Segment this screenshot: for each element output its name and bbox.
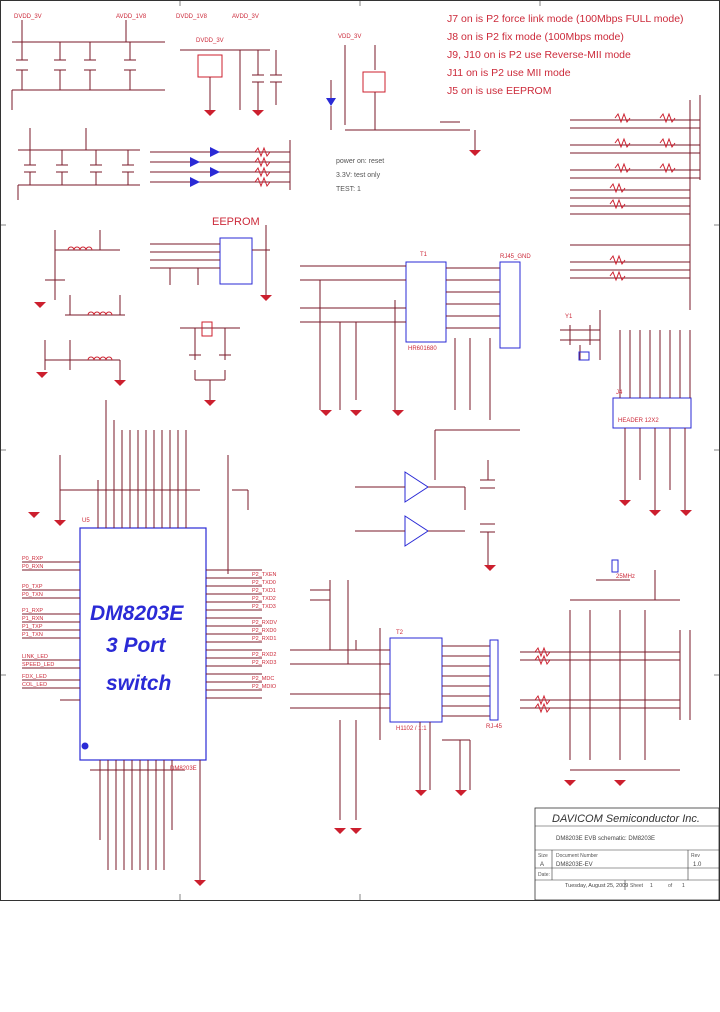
- chip-right-net-labels: P2_TXEN P2_TXD0 P2_TXD1 P2_TXD2 P2_TXD3 …: [252, 572, 277, 690]
- size-value: A: [540, 862, 544, 868]
- title-block: DAVICOM Semiconductor Inc. DM8203E EVB s…: [534, 807, 720, 901]
- supply-label: DVDD_3V: [196, 38, 224, 44]
- schematic-title: DM8203E EVB schematic: DM8203E: [556, 836, 655, 842]
- size-label: Size: [538, 853, 548, 859]
- supply-label: VDD_3V: [338, 34, 361, 40]
- power-filter-inductors: [34, 230, 126, 386]
- chip-label-ports: 3 Port: [106, 634, 167, 657]
- of-label: of: [668, 883, 673, 889]
- net-label: P2_RXD1: [252, 636, 276, 642]
- port2-termination-network: [520, 559, 691, 771]
- note-4: J11 on is P2 use MII mode: [447, 67, 571, 79]
- eeprom-block: EEPROM: [150, 216, 272, 301]
- net-label: P2_TXD3: [252, 604, 276, 610]
- net-label: P2_MDIO: [252, 684, 277, 690]
- eeprom-label: EEPROM: [212, 216, 260, 228]
- ground-symbols: [28, 410, 692, 796]
- decoupling-caps-top-left: [11, 20, 165, 110]
- net-label: P2_TXEN: [252, 572, 276, 578]
- net-label: P2_TXD0: [252, 580, 276, 586]
- net-label: P1_TXN: [22, 632, 43, 638]
- net-label: P0_RXP: [22, 556, 43, 562]
- regulator-block: [180, 49, 282, 116]
- rev-label: Rev: [691, 853, 700, 859]
- connector-upper-rj45: RJ45_GND: [499, 254, 531, 349]
- led-indicators: [150, 140, 291, 190]
- net-label: P0_RXN: [22, 564, 43, 570]
- net-label: P0_TXP: [22, 584, 43, 590]
- transformer-lower: H1102 / 1:1 T2: [290, 580, 490, 834]
- connector-lower-rj45: RJ-45: [486, 639, 503, 730]
- net-label: P1_TXP: [22, 624, 43, 630]
- led-buffer-gates: [355, 429, 520, 565]
- supply-label: DVDD_3V: [14, 14, 42, 20]
- supply-labels: DVDD_3V AVDD_1V8 DVDD_1V8 AVDD_3V DVDD_3…: [14, 14, 361, 44]
- net-label: P2_MDC: [252, 676, 274, 682]
- supply-label: AVDD_3V: [232, 14, 259, 20]
- net-label: SPEED_LED: [22, 662, 54, 668]
- note-text: power on: reset: [336, 158, 384, 165]
- net-label: P0_TXN: [22, 592, 43, 598]
- header-j4: HEADER 12X2: [560, 310, 692, 510]
- decoupling-caps-mid-left: [17, 128, 140, 200]
- net-label: FDX_LED: [22, 674, 47, 680]
- crystal-oscillator: [180, 321, 240, 406]
- header-part: HEADER 12X2: [618, 418, 659, 424]
- header-ref: J4: [616, 390, 623, 396]
- note-text: 3.3V: test only: [336, 172, 381, 179]
- transformer-part: HR601680: [408, 346, 437, 352]
- date-value: Tuesday, August 25, 2009: [565, 883, 628, 889]
- net-label: P2_RXD2: [252, 652, 276, 658]
- note-2: J8 on is P2 fix mode (100Mbps mode): [447, 31, 624, 43]
- net-label: P2_TXD2: [252, 596, 276, 602]
- note-3: J9, J10 on is P2 use Reverse-MII mode: [447, 49, 631, 61]
- supply-label: AVDD_1V8: [116, 14, 147, 20]
- zone-ticks: [0, 0, 720, 900]
- connector-label: RJ45_GND: [500, 254, 531, 260]
- chip-label-switch: switch: [106, 672, 171, 695]
- chip-left-net-labels: P0_RXP P0_RXN P0_TXP P0_TXN P1_RXP P1_RX…: [22, 556, 54, 688]
- chip-label-name: DM8203E: [90, 602, 184, 625]
- net-label: P1_RXP: [22, 608, 43, 614]
- transformer-ref: T1: [420, 252, 428, 258]
- net-label: P2_RXD3: [252, 660, 276, 666]
- chip-ref: U5: [82, 518, 90, 524]
- rev-value: 1.0: [693, 862, 702, 868]
- net-label: P1_RXN: [22, 616, 43, 622]
- net-label: P2_RXDV: [252, 620, 277, 626]
- transformer-ref: T2: [396, 630, 404, 636]
- transformer-upper: HR601680 T1: [300, 252, 500, 420]
- note-5: J5 on is use EEPROM: [447, 85, 551, 97]
- net-label: COL_LED: [22, 682, 47, 688]
- crystal-ref: Y1: [565, 314, 573, 320]
- company-name: DAVICOM Semiconductor Inc.: [552, 813, 700, 825]
- doc-number: DM8203E-EV: [556, 862, 593, 868]
- sheet-number: 1: [650, 883, 653, 889]
- doc-number-label: Document Number: [556, 853, 598, 859]
- reset-circuit: [326, 45, 481, 156]
- crystal-frequency: 25MHz: [616, 574, 635, 580]
- net-label: P2_TXD1: [252, 588, 276, 594]
- sheet-label: Sheet: [630, 883, 644, 889]
- supply-label: DVDD_1V8: [176, 14, 208, 20]
- chip-part-number: DM8203E: [170, 766, 197, 772]
- date-label: Date:: [538, 872, 550, 878]
- connector-label: RJ-45: [486, 724, 503, 730]
- transformer-part: H1102 / 1:1: [396, 726, 427, 732]
- reset-notes: power on: reset 3.3V: test only TEST: 1: [336, 158, 384, 193]
- jumper-notes: J7 on is P2 force link mode (100Mbps FUL…: [447, 13, 684, 97]
- note-1: J7 on is P2 force link mode (100Mbps FUL…: [447, 13, 684, 25]
- net-label: LINK_LED: [22, 654, 48, 660]
- termination-resistors: [570, 95, 701, 310]
- note-text: TEST: 1: [336, 186, 361, 193]
- sheet-total: 1: [682, 883, 685, 889]
- main-chip-dm8203e: DM8203E 3 Port switch DM8203E U5: [22, 400, 262, 886]
- net-label: P2_RXD0: [252, 628, 276, 634]
- crystal-labels: Y1 25MHz J4: [565, 314, 635, 580]
